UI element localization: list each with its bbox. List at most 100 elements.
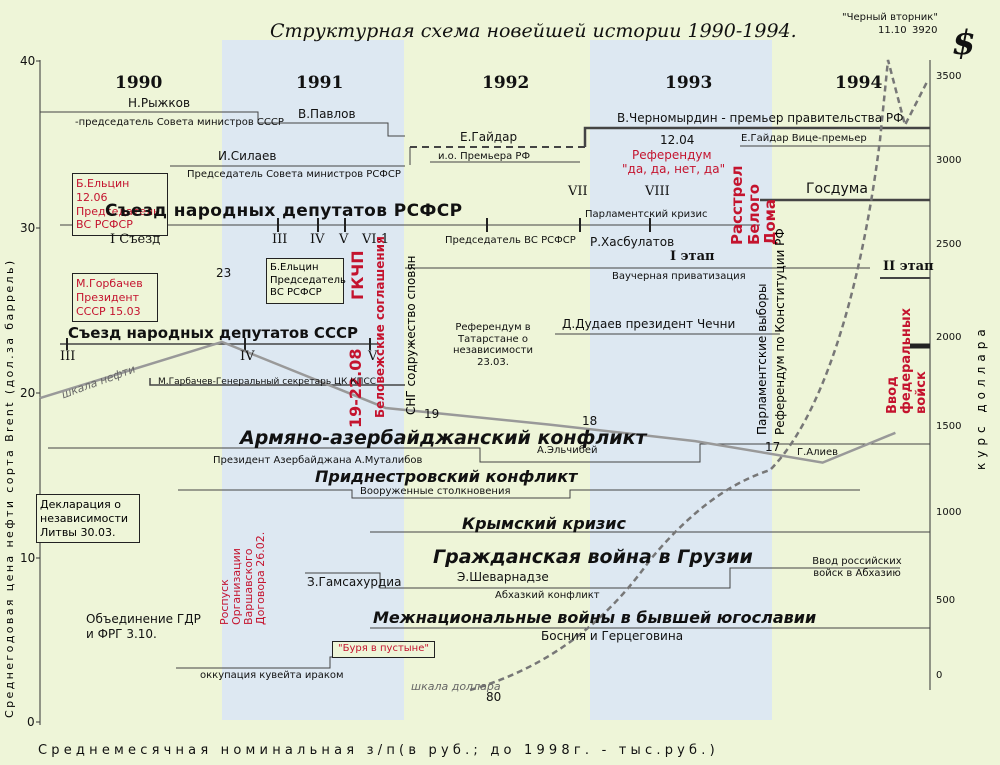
bottom-axis-title: Среднемесячная номинальная з/п(в руб.; д… <box>38 743 719 758</box>
belovezh-accords: Беловежские соглашения <box>373 236 387 418</box>
desert-storm-box: "Буря в пустыне" <box>332 641 435 658</box>
ussr-congress-4: IV <box>240 349 255 364</box>
pavlov-label: В.Павлов <box>298 107 356 121</box>
russian-troops-abkhazia: Ввод российских войск в Абхазию <box>812 556 902 579</box>
year-1991: 1991 <box>296 73 344 93</box>
parliament-crisis: Парламентский кризис <box>585 209 708 220</box>
abkhaz-conflict-label: Абхазкий конфликт <box>495 590 600 601</box>
khasbulatov-label: Р.Хасбулатов <box>590 235 675 249</box>
oil-value-23: 23 <box>216 266 232 280</box>
right-tick-0: 0 <box>936 670 943 681</box>
germany-unification: Объединение ГДР и ФРГ 3.10. <box>86 612 201 641</box>
left-tick-40: 40 <box>20 54 36 68</box>
referendum-title: Референдум <box>632 148 712 162</box>
ussr-congress-3: III <box>60 349 76 364</box>
page-title: Структурная схема новейшей истории 1990-… <box>270 20 797 42</box>
ryzhkov-label: Н.Рыжков <box>128 96 191 110</box>
left-tick-30: 30 <box>20 221 36 235</box>
gensec-line <box>149 378 405 386</box>
oil-value-19: 19 <box>424 407 440 421</box>
kuwait-label: оккупация кувейта ираком <box>200 670 344 681</box>
gkchp-label: ГКЧП <box>348 250 367 300</box>
shevardnadze-label: Э.Шеварнадзе <box>457 570 549 584</box>
georgia-title: Гражданская война в Грузии <box>433 546 753 568</box>
tatarstan-referendum: Референдум в Татарстане о независимости … <box>452 322 533 368</box>
left-axis-title: Среднегодовая цена нефти сорта Brent (до… <box>3 258 16 718</box>
left-tick-0: 0 <box>27 715 35 729</box>
dollar-rate-line <box>469 59 930 692</box>
oil-value-17: 17 <box>765 440 781 454</box>
cis-label: СНГ содружество сповян <box>404 255 418 415</box>
referendum-date: 12.04 <box>660 133 695 147</box>
congress-7: VII <box>568 184 588 199</box>
black-tuesday-label: "Черный вторник" <box>842 12 938 23</box>
congress-6: VI-1 <box>362 232 390 247</box>
dollar-start-value: 80 <box>486 690 502 704</box>
ussr-congress-title: Съезд народных депутатов СССР <box>68 324 358 342</box>
gensec-label: М.Гарбачев-Генеральный секретарь ЦК КПСС <box>158 377 377 387</box>
right-tick-1500: 1500 <box>936 421 962 432</box>
year-1993: 1993 <box>665 73 713 93</box>
aliev-label: Г.Алиев <box>797 447 839 458</box>
right-tick-1000: 1000 <box>936 507 962 518</box>
armed-clashes-label: Вооруженные столкновения <box>360 486 511 497</box>
black-tuesday-value: 3920 <box>912 25 938 36</box>
crimea-title: Крымский кризис <box>462 514 626 533</box>
armenia-title: Армяно-азербайджанский конфликт <box>240 427 647 449</box>
congress-5: V <box>339 232 349 247</box>
dollar-scale-label: шкала доллара <box>411 680 501 693</box>
gamsakhurdia-label: З.Гамсахурдиа <box>307 575 402 589</box>
warsaw-pact-dissolution: Роспуск Организации Варшавского Договора… <box>218 531 268 625</box>
left-tick-10: 10 <box>20 551 36 565</box>
lithuania-box: Декларация о независимости Литвы 30.03. <box>36 494 140 544</box>
oil-value-18: 18 <box>582 414 598 428</box>
congress-first: I Съезд <box>110 232 161 247</box>
gorbachev-president-box: М.Горбачев Президент СССР 15.03 <box>72 273 158 323</box>
year-1990: 1990 <box>115 73 163 93</box>
bosnia-label: Босния и Герцеговина <box>541 629 684 643</box>
transnistria-title: Приднестровский конфликт <box>315 467 578 486</box>
voucher-label: Ваучерная приватизация <box>612 271 746 282</box>
federal-troops-chechnya: Ввод федеральных войск <box>885 308 929 414</box>
right-axis-title: курс доллара <box>974 324 988 470</box>
voucher-stage-1: I этап <box>670 249 715 264</box>
rsfsr-congress-title: Съезд народных депутатов РСФСР <box>105 201 463 221</box>
right-tick-2500: 2500 <box>936 239 962 250</box>
congress-3: III <box>272 232 288 247</box>
gaidar-vice-label: Е.Гайдар Вице-премьер <box>741 133 867 144</box>
voucher-stage-2: II этап <box>883 259 934 274</box>
mutalibov-label: Президент Азербайджана А.Муталибов <box>213 455 423 466</box>
ryzhkov-pavlov-line <box>40 111 405 137</box>
yeltsin-chair-box: Б.Ельцин 12.06 Председатель ВС РСФСР <box>72 173 168 236</box>
dudaev-label: Д.Дудаев президент Чечни <box>562 317 736 331</box>
silaev-label: И.Силаев <box>218 149 277 163</box>
yugoslavia-title: Межнациональные войны в бывшей югославии <box>373 608 817 627</box>
chernomyrdin-label: В.Черномырдин - премьер правительства РФ <box>617 111 904 125</box>
constitution-referendum: Референдум по Конституции РФ <box>773 228 787 435</box>
congress-8: VIII <box>645 184 670 199</box>
year-1994: 1994 <box>835 73 883 93</box>
referendum-answer: "да, да, нет, да" <box>622 162 726 176</box>
gaidar-role: и.о. Премьера РФ <box>438 151 531 162</box>
white-house-shelling: Расстрел Белого Дома <box>728 165 779 246</box>
right-tick-3500: 3500 <box>936 71 962 82</box>
oil-price-line <box>39 340 896 464</box>
right-tick-3000: 3000 <box>936 155 962 166</box>
ryzhkov-role: -председатель Совета министров СССР <box>75 117 284 128</box>
silaev-role: Председатель Совета министров РСФСР <box>187 169 401 180</box>
georgia-line <box>305 567 900 589</box>
gaidar-label: Е.Гайдар <box>460 130 518 144</box>
ussr-congress-5: V <box>368 349 378 364</box>
right-tick-500: 500 <box>936 595 956 606</box>
right-tick-2000: 2000 <box>936 332 962 343</box>
dollar-sign-icon: $ <box>952 23 976 63</box>
left-tick-20: 20 <box>20 386 36 400</box>
rsfsr-chairman: Председатель ВС РСФСР <box>445 235 576 246</box>
gkchp-date: 19-22.08 <box>346 348 365 428</box>
transnistria-line <box>178 489 860 499</box>
year-1992: 1992 <box>482 73 530 93</box>
chernomyrdin-line <box>583 126 930 147</box>
black-tuesday-date: 11.10 <box>878 25 907 36</box>
